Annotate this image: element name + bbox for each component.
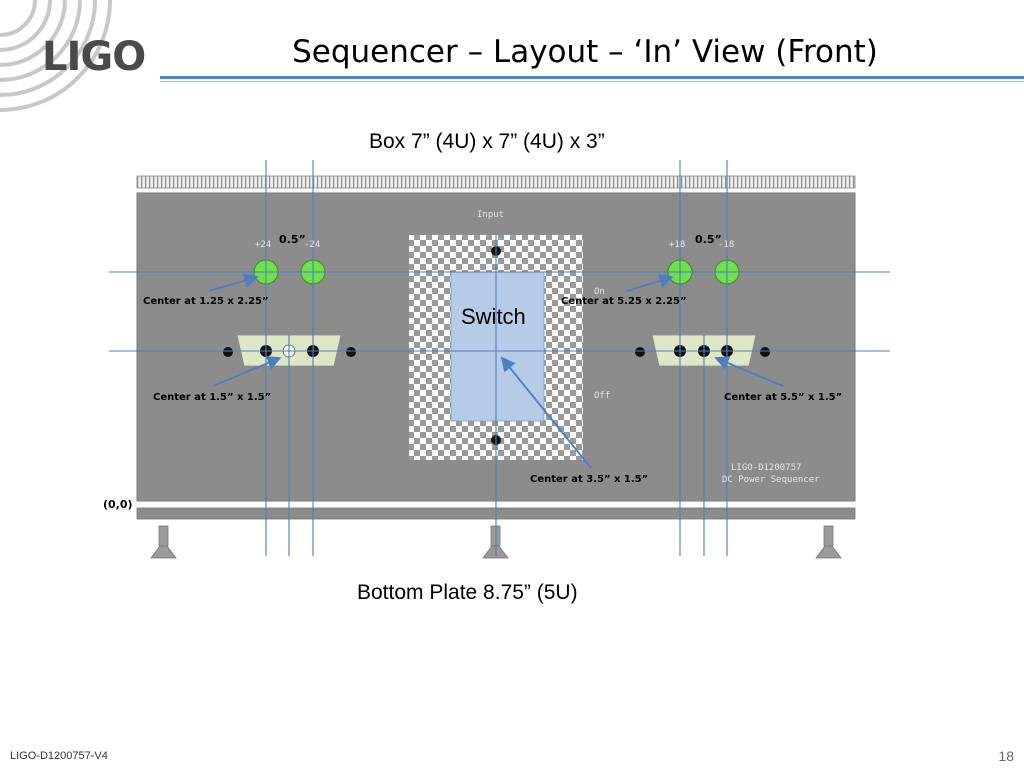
arrow-left-dsub [212, 356, 282, 387]
page-number: 18 [998, 748, 1014, 764]
center-label-left-dsub: Center at 1.5” x 1.5” [153, 392, 272, 403]
title-rule-thin [160, 81, 1024, 82]
footer-doc-id: LIGO-D1200757-V4 [10, 750, 108, 762]
title-rule [160, 76, 1024, 79]
doc-number-label: LIGO-D1200757 [731, 463, 802, 473]
spacing-label-left: 0.5” [279, 233, 306, 246]
arrow-right-banana [626, 273, 674, 292]
bottom-plate-caption: Bottom Plate 8.75” (5U) [357, 581, 578, 604]
minus18-label: -18 [718, 240, 735, 250]
slide-title: Sequencer – Layout – ‘In’ View (Front) [292, 34, 878, 70]
plus18-label: +18 [669, 240, 686, 250]
top-vent-strip [136, 175, 856, 189]
dsub-left-mount-right [346, 347, 356, 357]
guide-lines [109, 160, 890, 556]
origin-label: (0,0) [103, 498, 133, 511]
dsub-right-mount-right [760, 347, 770, 357]
center-label-right-dsub: Center at 5.5” x 1.5” [724, 392, 843, 403]
doc-title-label: DC Power Sequencer [722, 475, 820, 485]
box-dimensions-caption: Box 7” (4U) x 7” (4U) x 3” [369, 130, 605, 153]
switch-label: Switch [461, 304, 526, 329]
dsub-right-mount-left [635, 347, 645, 357]
spacing-label-right: 0.5” [695, 233, 722, 246]
input-label: Input [477, 210, 505, 220]
ligo-logo: LIGO [42, 34, 146, 80]
on-label: On [594, 287, 605, 297]
off-label: Off [594, 391, 611, 401]
annotation-arrows [208, 273, 784, 469]
dsub-left-mount-left [223, 347, 233, 357]
mount-foot-left [150, 525, 177, 559]
switch-body [450, 271, 545, 422]
minus24-label: -24 [304, 240, 321, 250]
arrow-switch [500, 356, 592, 469]
center-label-switch: Center at 3.5” x 1.5” [530, 474, 649, 485]
arrow-left-banana [208, 273, 259, 292]
plus24-label: +24 [255, 240, 272, 250]
arrow-right-dsub [714, 356, 784, 387]
mount-foot-right [815, 525, 842, 559]
center-label-left-banana: Center at 1.25 x 2.25” [143, 296, 269, 307]
logo-arcs [0, 0, 112, 112]
center-label-right-banana: Center at 5.25 x 2.25” [561, 296, 687, 307]
